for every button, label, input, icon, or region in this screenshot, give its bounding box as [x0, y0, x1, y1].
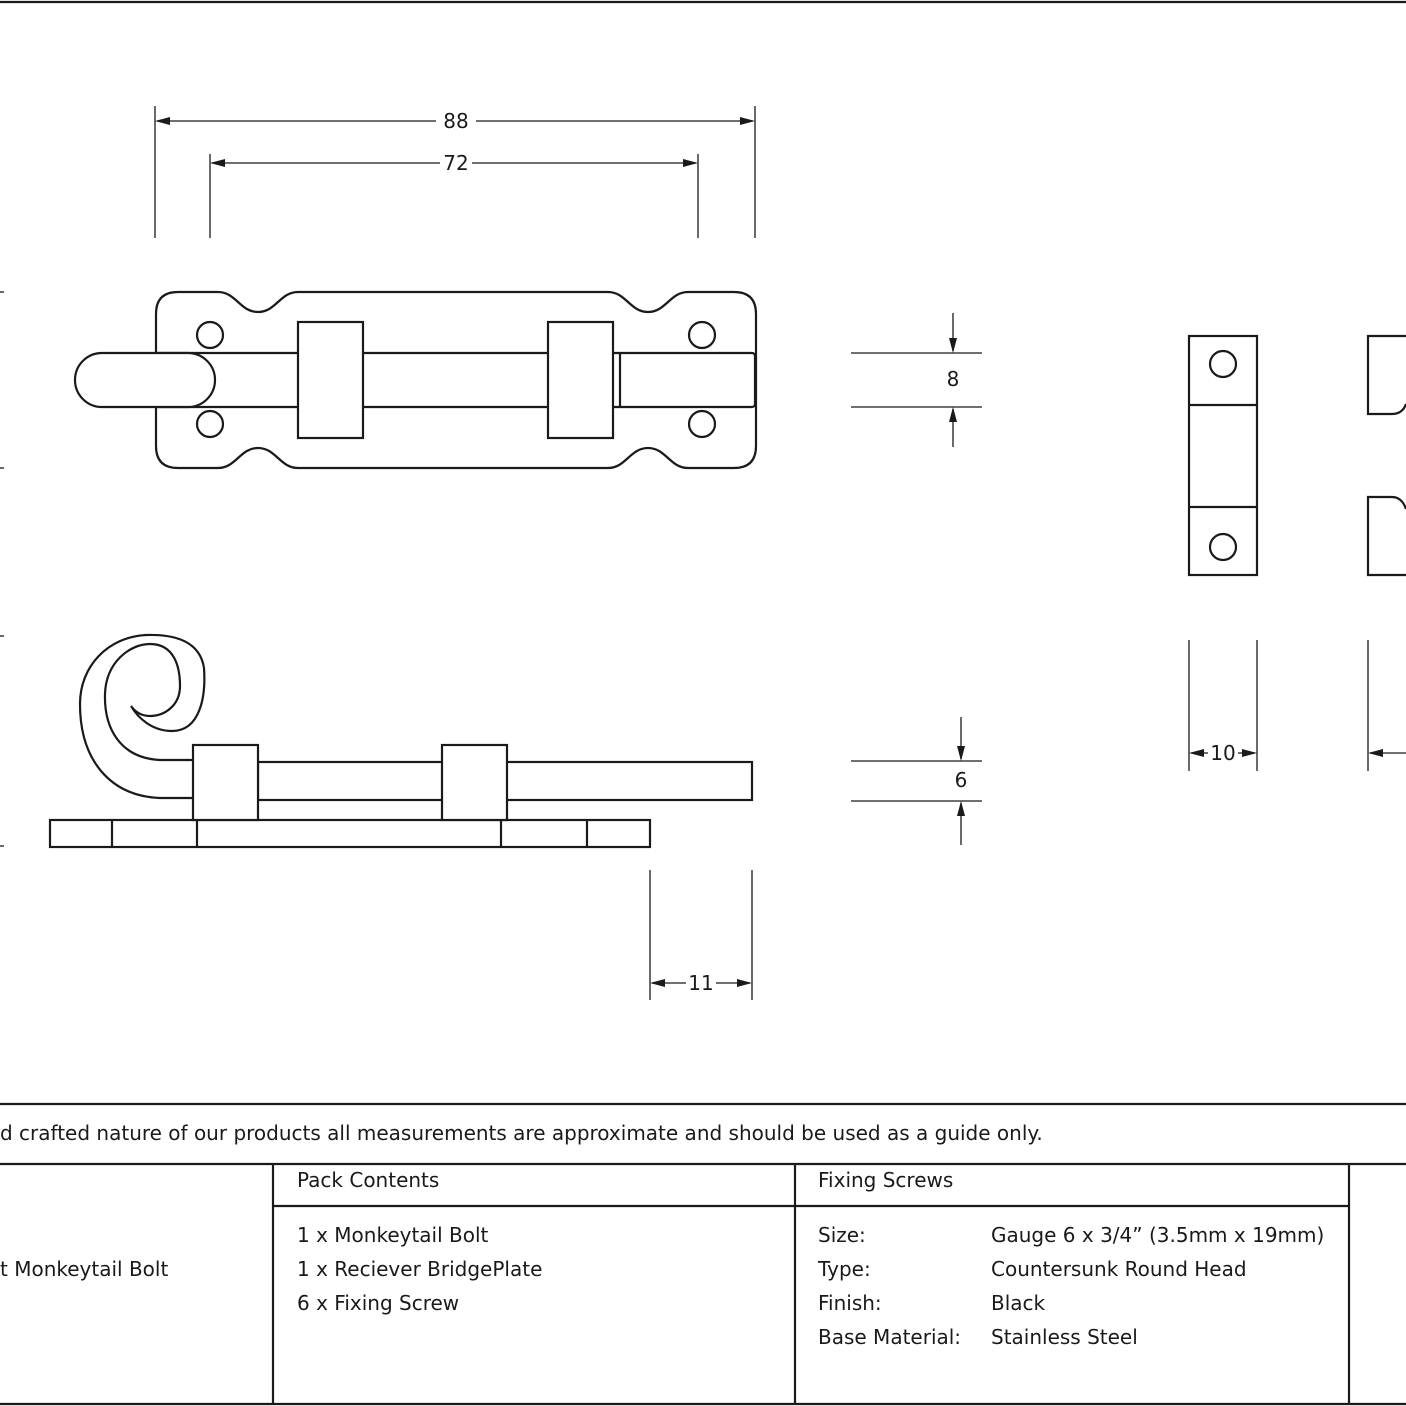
- spec-value: Gauge 6 x 3/4” (3.5mm x 19mm): [991, 1223, 1325, 1247]
- screw-hole-icon: [195, 409, 225, 439]
- list-item: 1 x Monkeytail Bolt: [297, 1223, 489, 1247]
- product-name: t Monkeytail Bolt: [0, 1257, 169, 1281]
- list-item: 1 x Reciever BridgePlate: [297, 1257, 543, 1281]
- dimension-11: 11: [649, 870, 753, 1000]
- backplate-outline: [154, 290, 758, 470]
- spec-label: Size:: [818, 1223, 866, 1247]
- spec-label: Base Material:: [818, 1325, 962, 1349]
- side-backplate: [48, 818, 652, 849]
- spec-label: Type:: [818, 1257, 871, 1281]
- pack-contents-header: Pack Contents: [297, 1168, 440, 1192]
- spec-value: Countersunk Round Head: [991, 1257, 1247, 1281]
- edge-ticks: [0, 291, 4, 847]
- list-item: 6 x Fixing Screw: [297, 1291, 460, 1315]
- dim-label: 8: [947, 367, 960, 391]
- staple-right: [546, 320, 615, 440]
- bolt-knob: [73, 351, 217, 409]
- screw-hole-icon: [687, 320, 717, 350]
- dim-label: 88: [443, 109, 468, 133]
- side-staple-right: [440, 743, 509, 822]
- bolt-shaft: [153, 351, 757, 409]
- dimension-8: 8: [851, 313, 982, 447]
- dim-label: 6: [955, 768, 968, 792]
- dimension-partial: [1367, 640, 1406, 771]
- keep-outline: [1187, 334, 1259, 577]
- dimension-10: 10: [1188, 640, 1258, 771]
- bolt-top-view: [73, 290, 758, 470]
- screw-hole-icon: [195, 320, 225, 350]
- fixing-screws-labels: Size: Type: Finish: Base Material:: [818, 1218, 961, 1354]
- side-staple-left: [191, 743, 260, 822]
- fixing-screws-header: Fixing Screws: [818, 1168, 954, 1192]
- bolt-side-view: [48, 633, 754, 849]
- dim-label: 10: [1210, 741, 1235, 765]
- staple-left: [296, 320, 365, 440]
- receiver-side-view: [1366, 334, 1406, 577]
- monkeytail-scroll: [78, 633, 206, 800]
- spec-label: Finish:: [818, 1291, 882, 1315]
- dim-label: 11: [688, 971, 713, 995]
- disclaimer-note: d crafted nature of our products all mea…: [0, 1121, 1043, 1145]
- dimension-88: 88: [154, 106, 756, 238]
- spec-value: Black: [991, 1291, 1046, 1315]
- screw-hole-icon: [1208, 532, 1238, 562]
- dimension-72: 72: [209, 151, 699, 238]
- dim-label: 72: [443, 151, 468, 175]
- receiver-front-view: [1187, 334, 1259, 577]
- pack-contents-list: 1 x Monkeytail Bolt 1 x Reciever BridgeP…: [297, 1218, 542, 1320]
- screw-hole-icon: [687, 409, 717, 439]
- screw-hole-icon: [1208, 349, 1238, 379]
- spec-value: Stainless Steel: [991, 1325, 1138, 1349]
- fixing-screws-values: Gauge 6 x 3/4” (3.5mm x 19mm) Countersun…: [991, 1218, 1324, 1354]
- dimension-6: 6: [851, 717, 982, 845]
